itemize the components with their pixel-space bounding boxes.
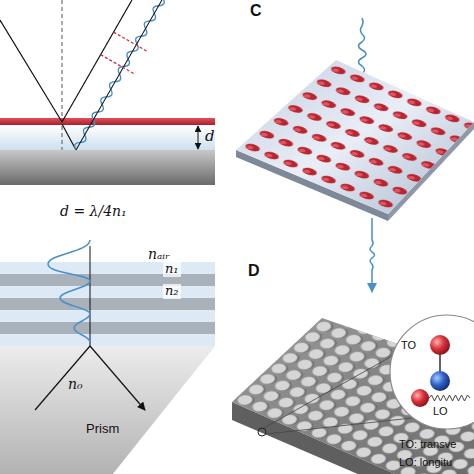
phase-front — [101, 55, 134, 74]
mode-label: TO — [401, 339, 416, 352]
refracted-ray — [62, 124, 76, 150]
red-coating — [0, 118, 215, 125]
reflected-wave-group — [53, 0, 174, 156]
transmitted-wave — [370, 218, 375, 292]
wave-ray — [76, 0, 164, 150]
panel-c — [236, 18, 474, 292]
layer-n2 — [0, 322, 215, 334]
panel-b — [0, 240, 215, 474]
index-label: n₁ — [163, 262, 181, 277]
substrate — [0, 150, 215, 185]
pillar-array — [232, 318, 474, 474]
layer-n2 — [0, 274, 215, 286]
normal-line — [62, 0, 63, 150]
metasurface-plane — [236, 60, 474, 214]
legend-note: LO: longitu — [399, 456, 452, 469]
prism — [0, 346, 215, 474]
nano-antennas — [236, 60, 474, 214]
index-label: n₂ — [163, 284, 181, 299]
inset-circle — [390, 315, 474, 429]
incident-ray — [0, 20, 62, 122]
mode-label: LO — [433, 405, 448, 418]
layer-n1 — [0, 286, 215, 298]
atom-blue — [430, 371, 450, 391]
zoom-marker — [258, 428, 266, 436]
reflected-ray — [62, 0, 132, 122]
layer-n2 — [0, 298, 215, 310]
panel-letter: C — [250, 2, 262, 20]
legend-note: TO: transve — [399, 438, 456, 451]
reflected-ray — [90, 346, 145, 410]
formula-label: d = λ/4n₁ — [60, 203, 127, 219]
zoom-line — [264, 356, 392, 428]
field-profile — [48, 240, 90, 342]
layer-n1 — [0, 334, 215, 346]
panel-d — [232, 315, 474, 474]
axis-line — [90, 246, 91, 346]
panel-a — [0, 0, 215, 185]
layer-n1 — [0, 310, 215, 322]
panel-letter: D — [248, 262, 260, 280]
zoom-line — [266, 418, 412, 434]
atom-red — [411, 389, 429, 407]
phase-front — [114, 32, 147, 51]
atom-red — [430, 335, 450, 355]
incident-ray — [35, 346, 90, 410]
slab-top — [232, 318, 474, 474]
index-label: n₀ — [68, 376, 83, 392]
film-layer — [0, 125, 215, 150]
dimension-label: d — [205, 128, 215, 145]
layer-n1 — [0, 262, 215, 274]
thickness-arrow — [198, 126, 199, 149]
index-label: nₐᵢᵣ — [148, 246, 170, 262]
prism-label: Prism — [86, 422, 119, 437]
light-wave — [73, 0, 166, 152]
spring — [429, 395, 470, 401]
